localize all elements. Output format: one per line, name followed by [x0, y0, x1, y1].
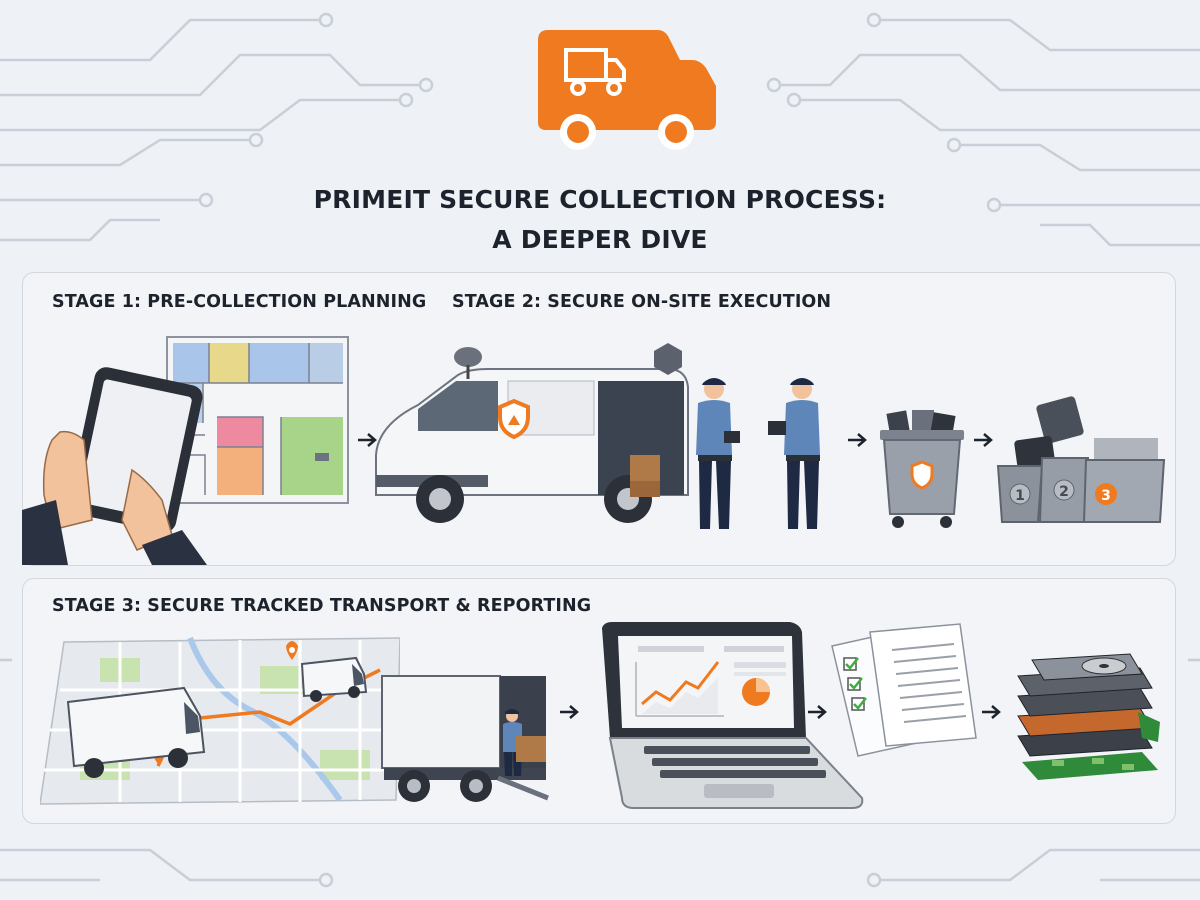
arrow-icon — [808, 705, 827, 719]
stage-3-label: STAGE 3: SECURE TRACKED TRANSPORT & REPO… — [52, 596, 592, 616]
tablet-icon — [22, 367, 207, 565]
page-title-line2: A DEEPER DIVE — [492, 225, 708, 254]
laptop-report-icon — [602, 622, 864, 809]
van-icon — [375, 343, 689, 523]
arrow-icon — [560, 705, 579, 719]
documents-icon — [831, 623, 977, 757]
box-truck-icon — [381, 675, 549, 802]
arrow-icon — [848, 433, 867, 447]
secure-bin-icon — [880, 410, 964, 528]
bin-number-3: 3 — [1101, 488, 1111, 504]
stage-2-label: STAGE 2: SECURE ON-SITE EXECUTION — [452, 292, 832, 312]
sorting-crates-icon: 1 2 3 — [996, 396, 1166, 523]
page-title-line1: PRIMEIT SECURE COLLECTION PROCESS: — [313, 185, 887, 214]
shredded-drives-icon — [1017, 653, 1160, 780]
arrow-icon — [358, 433, 377, 447]
arrow-icon — [982, 705, 1001, 719]
bin-number-1: 1 — [1015, 488, 1025, 504]
bin-number-2: 2 — [1059, 484, 1069, 500]
gps-map-icon — [40, 636, 400, 805]
arrow-icon — [974, 433, 993, 447]
stage-1-label: STAGE 1: PRE-COLLECTION PLANNING — [52, 292, 427, 312]
truck-logo-icon — [538, 30, 716, 150]
technician-icon — [696, 378, 820, 529]
